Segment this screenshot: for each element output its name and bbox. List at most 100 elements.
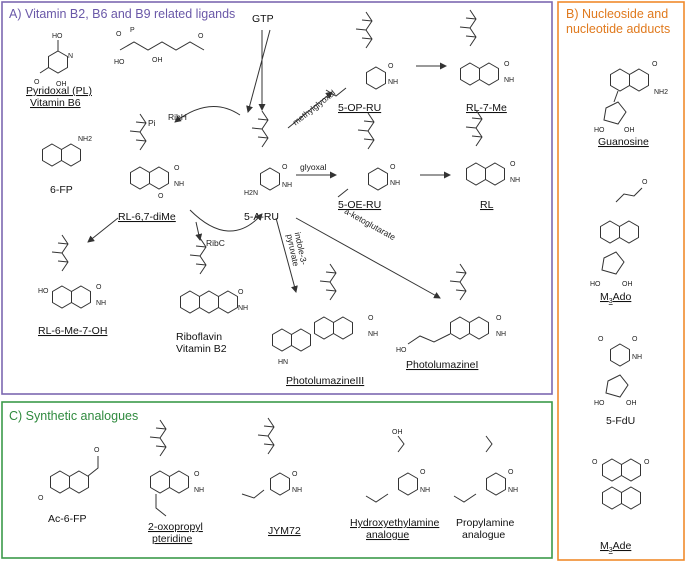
svg-text:O: O [644, 459, 650, 466]
svg-text:NH: NH [390, 180, 400, 187]
svg-text:NH: NH [292, 487, 302, 494]
label-rl67dime: RL-6,7-diMe [118, 211, 176, 223]
svg-text:NH: NH [238, 305, 248, 312]
svg-text:OH: OH [622, 281, 633, 288]
svg-text:OH: OH [56, 81, 67, 88]
svg-text:O: O [292, 471, 298, 478]
panel-b-title-line2: nucleotide adducts [566, 22, 670, 36]
svg-text:NH: NH [632, 354, 642, 361]
label-riboflavin: Riboflavin [176, 331, 222, 343]
panel-b-title-line1: B) Nucleoside and [566, 7, 668, 21]
svg-text:OH: OH [626, 400, 637, 407]
svg-text:HN: HN [278, 359, 288, 366]
svg-text:O: O [632, 336, 638, 343]
label-propylamine-line2: analogue [462, 529, 505, 541]
structure-m3ado: O HO OH [590, 179, 648, 288]
label-guanosine: Guanosine [598, 136, 649, 148]
svg-text:NH: NH [194, 487, 204, 494]
structure-phosphate-sugar: O HO P OH O [114, 27, 205, 66]
panel-b-frame [557, 1, 685, 561]
svg-text:O: O [198, 33, 204, 40]
label-jym72: JYM72 [268, 525, 301, 537]
label-ribc: RibC [206, 238, 225, 248]
svg-text:O: O [116, 31, 122, 38]
svg-text:O: O [642, 179, 648, 186]
structure-pyridoxal: HO N O OH [34, 33, 73, 88]
structure-5opru: O NH [325, 11, 398, 97]
svg-text:O: O [598, 336, 604, 343]
structure-propylamine: O NH [453, 435, 518, 503]
svg-text:HO: HO [114, 59, 125, 66]
svg-text:O: O [390, 164, 396, 171]
svg-text:O: O [174, 165, 180, 172]
structure-rl6me7oh: HO O NH [38, 234, 106, 309]
structure-riboflavin: O NH [180, 237, 248, 314]
structure-photolumazine3: O NH HN [272, 263, 378, 366]
svg-text:NH: NH [420, 487, 430, 494]
svg-text:P: P [130, 27, 135, 34]
svg-text:NH: NH [508, 487, 518, 494]
label-m3ado: M3Ado [600, 291, 631, 305]
label-vitamin-b2: Vitamin B2 [176, 343, 227, 355]
label-m3ade: M3Ade [600, 540, 631, 554]
label-rl: RL [480, 199, 494, 211]
svg-text:HO: HO [38, 288, 49, 295]
label-photolumazine1: PhotolumazineI [406, 359, 478, 371]
svg-text:O: O [420, 469, 426, 476]
label-propylamine-line1: Propylamine [456, 517, 515, 529]
label-5fdu: 5-FdU [606, 415, 635, 427]
label-5aru: 5-A-RU [244, 211, 279, 223]
svg-text:O: O [592, 459, 598, 466]
svg-text:O: O [34, 79, 40, 86]
panel-a-frame [1, 1, 553, 395]
label-hydroxyethylamine-line1: Hydroxyethylamine [350, 517, 439, 529]
label-gtp: GTP [252, 13, 274, 25]
svg-text:HO: HO [594, 127, 605, 134]
label-5opru: 5-OP-RU [338, 102, 381, 114]
structure-6fp: NH2 [42, 136, 92, 167]
label-hydroxyethylamine-line2: analogue [366, 529, 409, 541]
label-vitamin-b6: Vitamin B6 [30, 97, 81, 109]
svg-text:NH: NH [510, 177, 520, 184]
label-2oxopropyl-line1: 2-oxopropyl [148, 521, 203, 533]
svg-text:O: O [158, 193, 164, 200]
svg-text:O: O [282, 164, 288, 171]
structure-5fdu: O O NH HO OH [594, 336, 642, 407]
label-glyoxal: glyoxal [300, 162, 327, 172]
structure-5oeru: O NH [337, 112, 400, 198]
structure-5aru: H2N O NH [244, 110, 292, 197]
label-pi: Pi [148, 118, 156, 128]
label-6fp: 6-FP [50, 184, 73, 196]
label-akg: a-ketoglutarate [343, 206, 398, 242]
svg-text:O: O [38, 495, 44, 502]
svg-text:H2N: H2N [244, 190, 258, 197]
structure-hydroxyethylamine: OH O NH [365, 429, 430, 503]
label-photolumazine3: PhotolumazineIII [286, 375, 364, 387]
structure-rl67dime: O NH O [129, 113, 184, 200]
svg-text:O: O [496, 315, 502, 322]
svg-text:OH: OH [624, 127, 635, 134]
svg-text:NH: NH [504, 77, 514, 84]
svg-text:O: O [510, 161, 516, 168]
svg-text:O: O [508, 469, 514, 476]
panel-a-title: A) Vitamin B2, B6 and B9 related ligands [9, 7, 235, 21]
svg-text:NH2: NH2 [654, 89, 668, 96]
structure-m3ade: O O [592, 458, 650, 510]
svg-text:O: O [96, 284, 102, 291]
label-ribh: RibH [168, 112, 187, 122]
svg-text:NH: NH [96, 300, 106, 307]
label-ac6fp: Ac-6-FP [48, 513, 87, 525]
svg-text:O: O [388, 63, 394, 70]
panel-c-title: C) Synthetic analogues [9, 409, 138, 423]
svg-text:HO: HO [396, 347, 407, 354]
svg-text:NH: NH [174, 181, 184, 188]
structure-2oxopropyl: O NH [149, 419, 204, 517]
svg-text:NH: NH [388, 79, 398, 86]
svg-text:O: O [368, 315, 374, 322]
svg-text:OH: OH [392, 429, 403, 436]
structure-guanosine: O NH2 HO OH [594, 61, 668, 134]
label-pyridoxal: Pyridoxal (PL) [26, 85, 92, 97]
label-methylglyoxal: methylglyoxal [291, 88, 338, 128]
svg-text:N: N [68, 53, 73, 60]
